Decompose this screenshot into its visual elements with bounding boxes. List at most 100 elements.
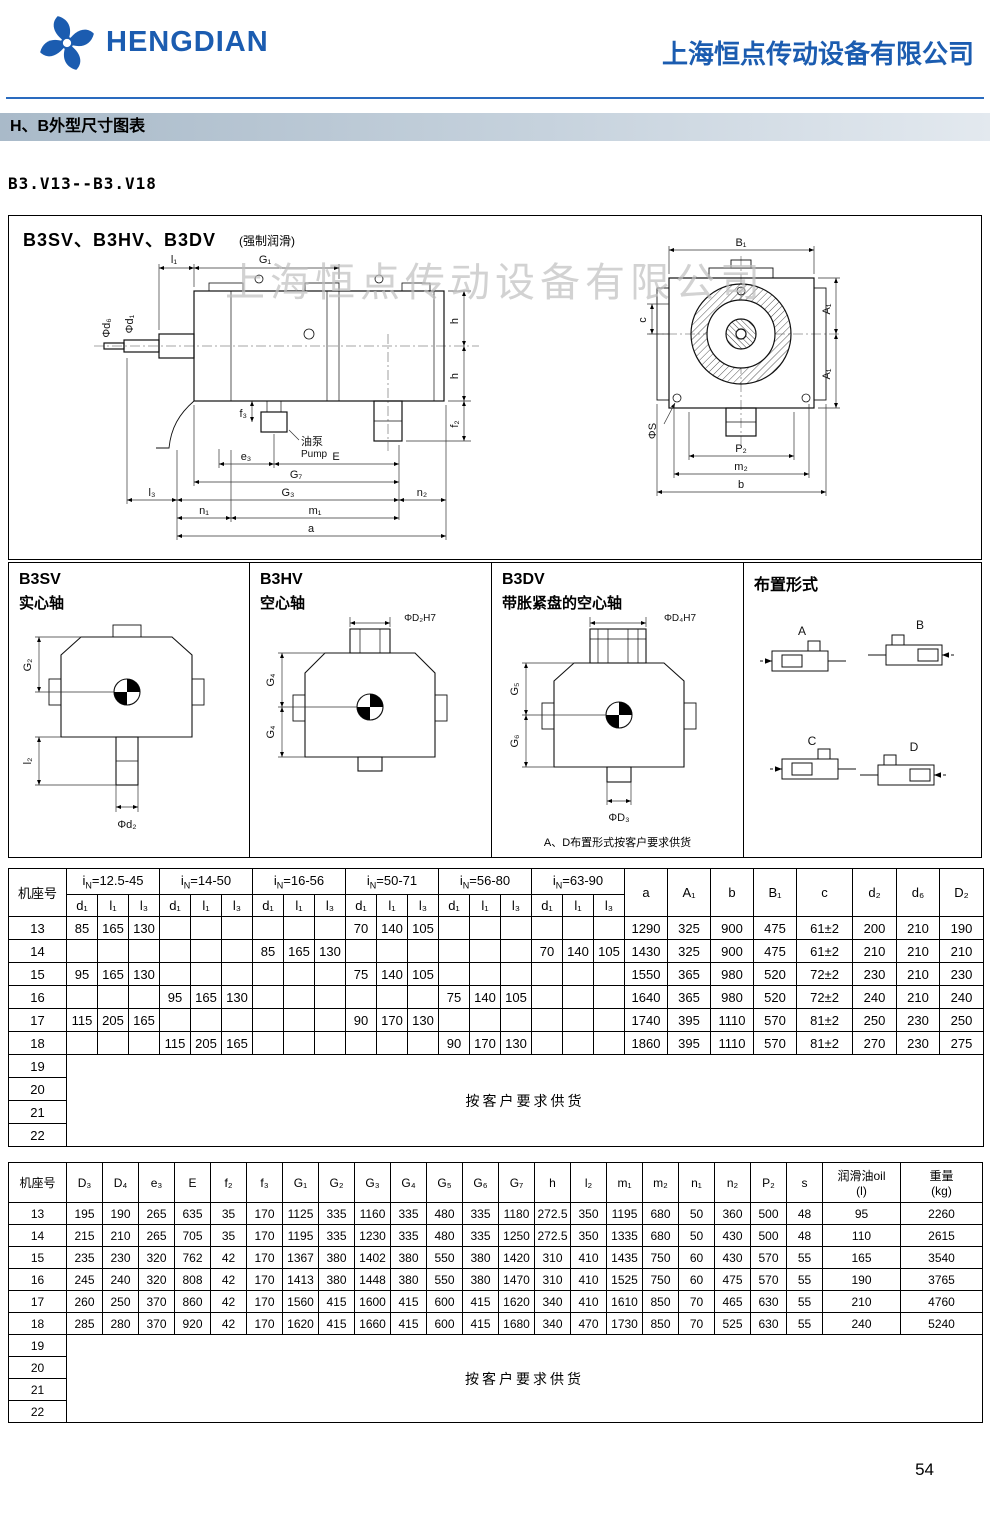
t1-cell	[407, 985, 440, 1009]
dim-G3: G₃	[281, 487, 294, 499]
company-name: 上海恒点传动设备有限公司	[661, 39, 974, 69]
page-number: 54	[915, 1460, 934, 1479]
t2-col-header: l₂	[570, 1162, 607, 1203]
t2-col-header: n₂	[714, 1162, 751, 1203]
t1-cell: 365	[667, 962, 712, 986]
t2-cell: 680	[642, 1202, 679, 1225]
dim-G4b: G₄	[265, 725, 277, 739]
t1-cell	[314, 985, 347, 1009]
t1-subcol-header: l₃	[314, 894, 347, 917]
dim-D2H7: ΦD₂H7	[404, 613, 436, 624]
t2-cell: 335	[462, 1202, 499, 1225]
t1-cell: 210	[896, 916, 941, 940]
t1-cell	[500, 1008, 533, 1032]
forced-lubrication-note: (强制润滑)	[239, 234, 295, 248]
t2-cell: 50	[678, 1202, 715, 1225]
t2-cell: 55	[786, 1290, 823, 1313]
t2-cell: 1195	[282, 1224, 319, 1247]
t1-cell	[283, 985, 316, 1009]
t2-cell: 335	[390, 1224, 427, 1247]
t2-cell: 2260	[900, 1202, 983, 1225]
t2-cell: 380	[318, 1268, 355, 1291]
t1-cell	[345, 985, 378, 1009]
t1-cell: 210	[896, 962, 941, 986]
t1-cell: 115	[66, 1008, 98, 1032]
t2-cell: 42	[210, 1246, 247, 1269]
t1-cell: 395	[667, 1008, 712, 1032]
t1-cell: 81±2	[796, 1008, 854, 1032]
t1-cell: 475	[753, 939, 798, 963]
t2-cell: 5240	[900, 1312, 983, 1335]
t1-col-header: B₁	[753, 868, 798, 917]
t1-subcol-header: d₁	[159, 894, 192, 917]
t1-cell	[438, 1008, 471, 1032]
t1-cell: 130	[500, 1031, 533, 1055]
t2-cell: 850	[642, 1312, 679, 1335]
t2-cell: 4760	[900, 1290, 983, 1313]
t2-cell: 170	[246, 1224, 283, 1247]
t1-cell	[345, 939, 378, 963]
t1-cell	[252, 985, 285, 1009]
t1-cell	[469, 962, 502, 986]
dim-n1: n₁	[199, 505, 209, 517]
layouts-drawing: A B C D	[760, 618, 954, 786]
t2-cell: 920	[174, 1312, 211, 1335]
t2-frame-cell: 16	[8, 1268, 67, 1291]
dim-G2: G₂	[22, 659, 34, 672]
t1-cell: 210	[896, 985, 941, 1009]
t2-cell: 1335	[606, 1224, 643, 1247]
t2-cell: 550	[426, 1268, 463, 1291]
t2-frame-cell: 19	[8, 1334, 67, 1357]
t1-cell	[66, 985, 98, 1009]
t1-cell	[221, 1008, 254, 1032]
t2-cell: 1610	[606, 1290, 643, 1313]
t2-cell: 2615	[900, 1224, 983, 1247]
t1-cell: 105	[500, 985, 533, 1009]
t2-cell: 350	[570, 1224, 607, 1247]
t2-cell: 335	[462, 1224, 499, 1247]
t1-cell	[345, 1031, 378, 1055]
dim-d6: Φd₆	[101, 318, 113, 337]
t1-cell: 95	[159, 985, 192, 1009]
t1-cell: 250	[939, 1008, 985, 1032]
t2-cell: 1402	[354, 1246, 391, 1269]
t2-cell: 1160	[354, 1202, 391, 1225]
t2-cell: 170	[246, 1202, 283, 1225]
t1-cell	[376, 939, 409, 963]
hengdian-logo-icon	[40, 16, 94, 70]
dim-G1: G₁	[259, 254, 272, 266]
t1-cell: 85	[66, 916, 98, 940]
t1-subcol-header: l₃	[221, 894, 254, 917]
t1-cell: 230	[852, 962, 898, 986]
t1-col-header: A₁	[667, 868, 712, 917]
t2-cell: 70	[678, 1290, 715, 1313]
t1-cell	[500, 916, 533, 940]
t1-cell: 1290	[624, 916, 669, 940]
panels-row: B3SV 实心轴	[8, 562, 982, 858]
t2-col-header: f₃	[246, 1162, 283, 1203]
t2-cell: 272.5	[534, 1224, 571, 1247]
t2-cell: 190	[822, 1268, 901, 1291]
t2-cell: 1680	[498, 1312, 535, 1335]
t1-cell: 1860	[624, 1031, 669, 1055]
t1-cell	[97, 1031, 129, 1055]
t1-group-header: iN=63-90	[531, 868, 626, 895]
t1-cell	[283, 1031, 316, 1055]
t2-col-header: m₂	[642, 1162, 679, 1203]
panel-b3hv-title: B3HV	[260, 571, 303, 588]
t2-cell: 525	[714, 1312, 751, 1335]
t2-cell: 230	[102, 1246, 139, 1269]
t2-cell: 110	[822, 1224, 901, 1247]
t1-cell	[531, 916, 564, 940]
t2-cell: 170	[246, 1290, 283, 1313]
t2-cell: 35	[210, 1224, 247, 1247]
t1-col-header: a	[624, 868, 669, 917]
t2-cell: 340	[534, 1290, 571, 1313]
t2-cell: 240	[822, 1312, 901, 1335]
t2-note-cell: 按客户要求供货	[66, 1334, 983, 1423]
t2-cell: 750	[642, 1246, 679, 1269]
